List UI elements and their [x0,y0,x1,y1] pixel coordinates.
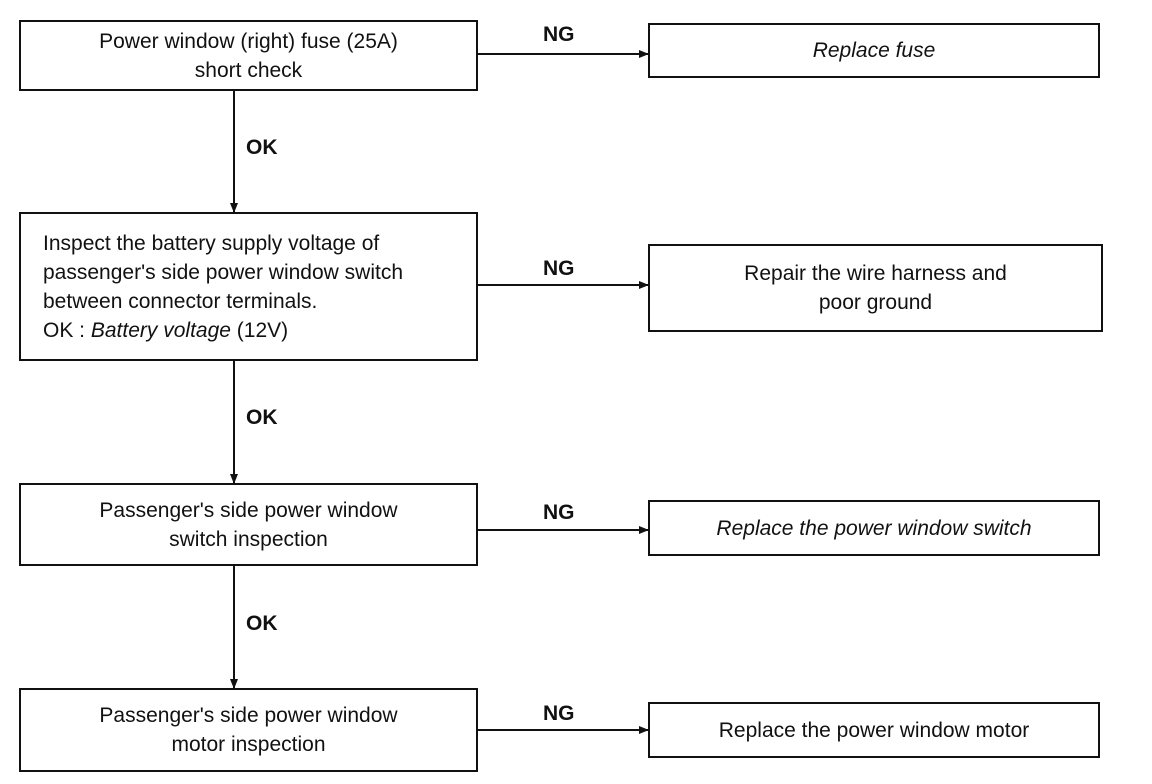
step-1-box: Power window (right) fuse (25A) short ch… [19,20,478,91]
step-1-line-2: short check [194,58,303,82]
step-2-spec-suffix: (12V) [230,318,289,342]
step-2-spec: OK : Battery voltage (12V) [43,316,476,345]
step-2-line-3: between connector terminals. [43,289,318,313]
step-3-ok-label: OK [246,612,278,635]
step-2-ok-label: OK [246,406,278,429]
result-2-line-1: Repair the wire harness and [744,262,1007,285]
result-3-box: Replace the power window switch [648,500,1100,556]
step-3-ng-label: NG [543,501,575,524]
step-2-line-2: passenger's side power window switch [43,260,404,284]
step-3-box: Passenger's side power window switch ins… [19,483,478,566]
step-2-box: Inspect the battery supply voltage of pa… [19,212,478,361]
step-2-ng-label: NG [543,257,575,280]
step-2-line-1: Inspect the battery supply voltage of [43,231,380,255]
step-1-ok-label: OK [246,136,278,159]
step-4-line-1: Passenger's side power window [99,704,398,727]
step-2-spec-value: Battery voltage [90,318,231,342]
step-4-box: Passenger's side power window motor insp… [19,688,478,772]
step-2-spec-prefix: OK : [43,318,91,342]
step-1-line-1: Power window (right) fuse (25A) [99,29,398,53]
result-4-line-1: Replace the power window motor [718,718,1030,742]
result-4-box: Replace the power window motor [648,702,1100,758]
result-1-line-1: Replace fuse [812,39,936,62]
result-2-line-2: poor ground [818,291,933,314]
step-4-line-2: motor inspection [171,733,326,756]
step-1-ng-label: NG [543,23,575,46]
result-2-box: Repair the wire harness and poor ground [648,244,1103,332]
result-1-box: Replace fuse [648,23,1100,78]
step-3-line-1: Passenger's side power window [99,498,398,522]
result-3-line-1: Replace the power window switch [716,516,1032,540]
step-3-line-2: switch inspection [169,527,328,551]
step-4-ng-label: NG [543,702,575,725]
